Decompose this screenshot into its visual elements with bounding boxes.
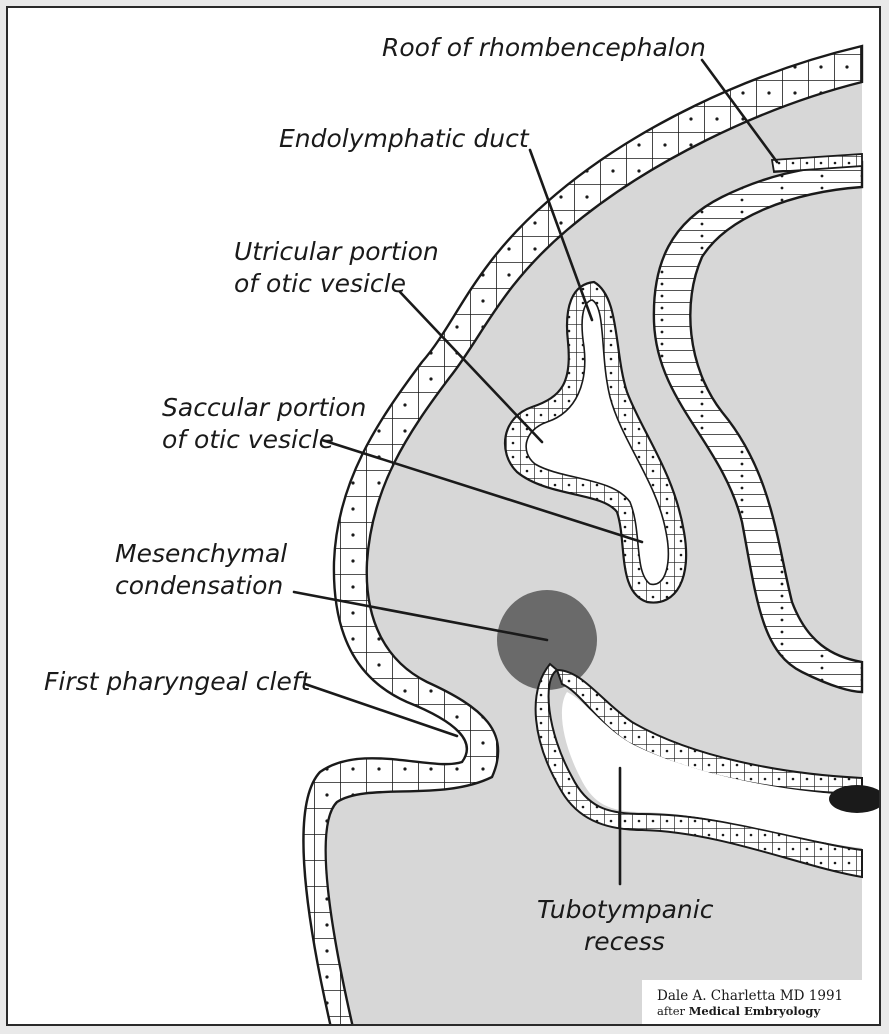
credit-author: Dale A. Charletta MD 1991 — [657, 988, 843, 1004]
label-utricular-2: of otic vesicle — [234, 269, 406, 298]
label-endolymphatic: Endolymphatic duct — [279, 124, 530, 153]
label-cleft: First pharyngeal cleft — [44, 667, 312, 696]
diagram-frame: Roof of rhombencephalon Endolymphatic du… — [6, 6, 881, 1026]
label-tubotympanic-1: Tubotympanic — [537, 895, 714, 924]
credit-source-prefix: after — [657, 1004, 689, 1018]
label-tubotympanic-2: recess — [584, 927, 665, 956]
label-utricular-1: Utricular portion — [234, 237, 439, 266]
label-roof: Roof of rhombencephalon — [382, 33, 706, 62]
label-saccular-1: Saccular portion — [162, 393, 366, 422]
credit-source: after Medical Embryology — [657, 1004, 820, 1018]
credit-source-title: Medical Embryology — [689, 1004, 821, 1018]
embryology-diagram: Roof of rhombencephalon Endolymphatic du… — [8, 8, 881, 1026]
label-mesenchymal-1: Mesenchymal — [115, 539, 287, 568]
label-saccular-2: of otic vesicle — [162, 425, 334, 454]
label-mesenchymal-2: condensation — [115, 571, 283, 600]
